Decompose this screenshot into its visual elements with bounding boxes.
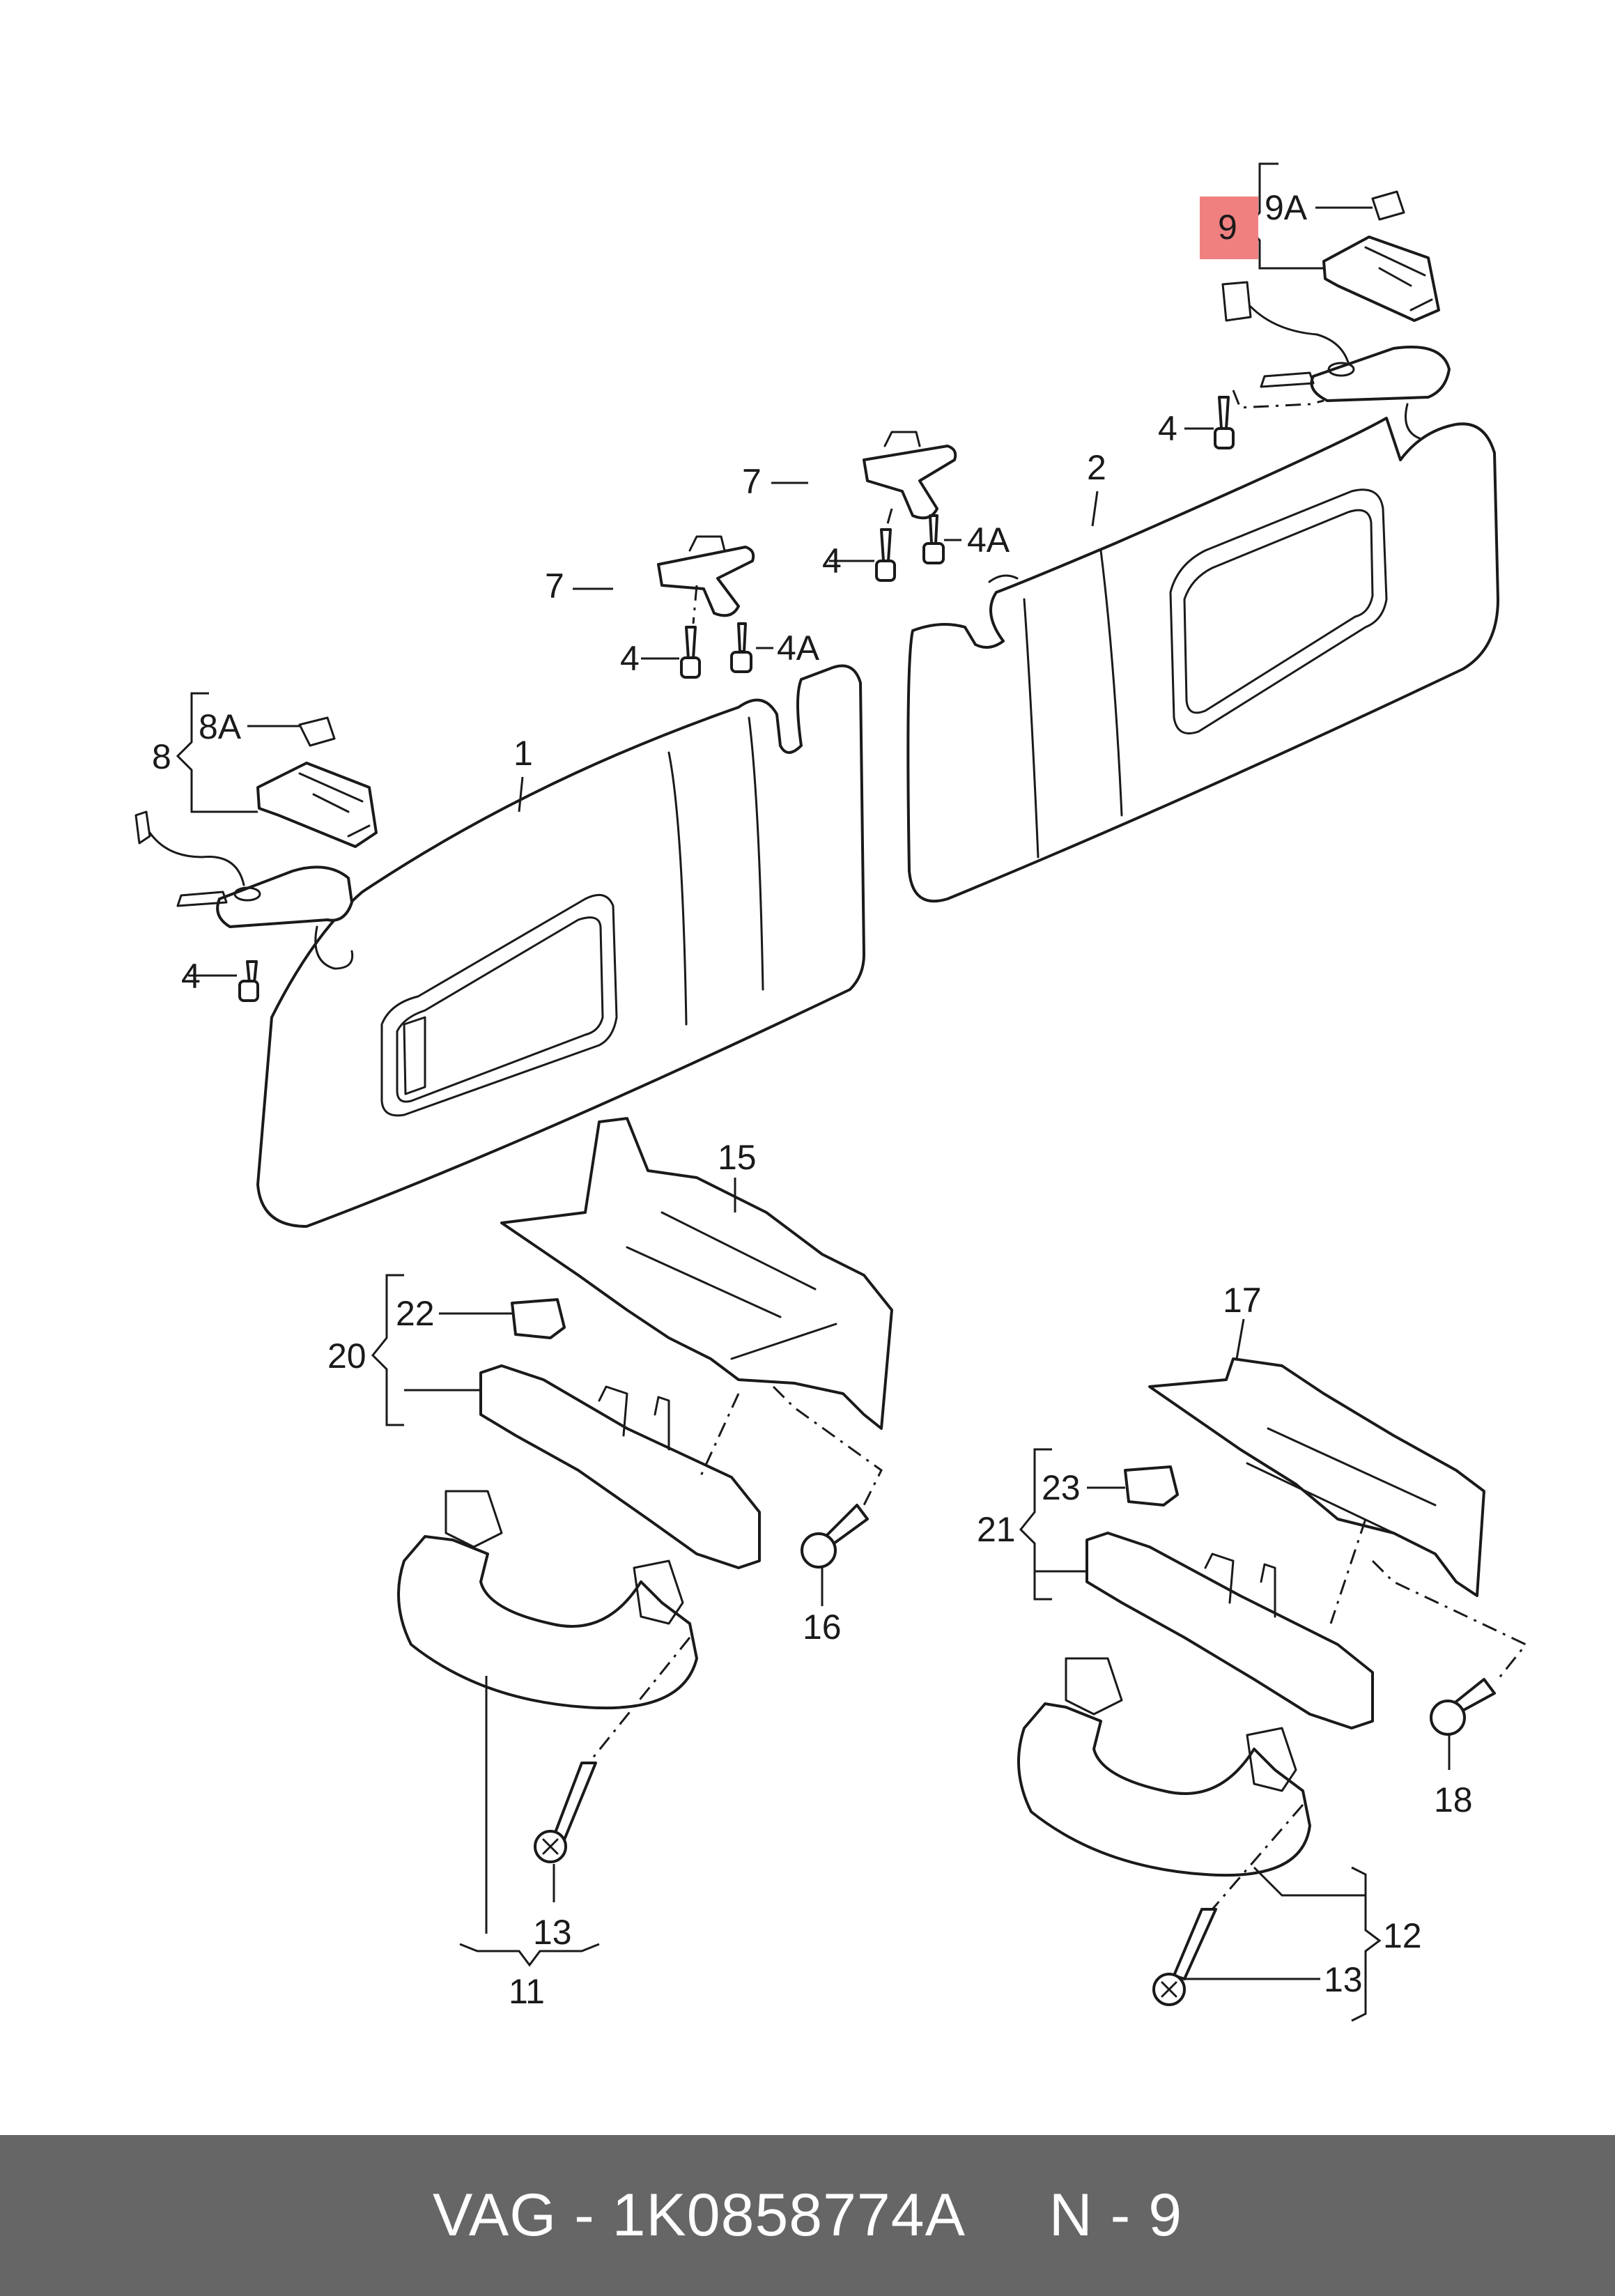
callout-4A-b[interactable]: 4A <box>967 521 1010 560</box>
screw-4-b[interactable] <box>680 626 701 679</box>
callout-15[interactable]: 15 <box>718 1138 757 1177</box>
screw-4-a[interactable] <box>238 960 259 1002</box>
callout-labels: 1 2 4 4 4 4 4A 4A 7 7 8 8A 9 9A 11 12 13… <box>152 188 1473 2011</box>
callout-7-b[interactable]: 7 <box>742 462 762 501</box>
callout-4-b[interactable]: 4 <box>620 639 640 678</box>
grab-handle-12[interactable] <box>1017 1657 1311 1877</box>
callout-23[interactable]: 23 <box>1042 1468 1081 1507</box>
leader-lines <box>176 162 1528 2022</box>
callout-4-d[interactable]: 4 <box>1158 409 1177 448</box>
callout-9A[interactable]: 9A <box>1265 188 1308 227</box>
callout-12[interactable]: 12 <box>1383 1916 1422 1955</box>
callout-8A[interactable]: 8A <box>199 707 242 746</box>
trim-cover-15[interactable] <box>500 1117 893 1430</box>
screw-4-c[interactable] <box>875 528 896 582</box>
callout-8[interactable]: 8 <box>152 737 171 776</box>
screw-4-d[interactable] <box>1214 396 1235 449</box>
screw-16[interactable] <box>801 1504 869 1569</box>
parts-diagram: 1 2 4 4 4 4 4A 4A 7 7 8 8A 9 9A 11 12 13… <box>134 162 1528 2022</box>
callout-21[interactable]: 21 <box>977 1510 1016 1549</box>
callout-4-a[interactable]: 4 <box>181 957 201 996</box>
callout-17[interactable]: 17 <box>1223 1281 1262 1320</box>
callout-9[interactable]: 9 <box>1218 208 1237 247</box>
holder-7a[interactable] <box>657 535 755 617</box>
callout-2[interactable]: 2 <box>1087 448 1106 487</box>
callout-13-a[interactable]: 13 <box>533 1913 572 1952</box>
clip-9[interactable] <box>1322 190 1440 322</box>
holder-7b[interactable] <box>863 431 957 520</box>
callout-11[interactable]: 11 <box>509 1972 545 2011</box>
screw-18[interactable] <box>1430 1678 1496 1736</box>
callout-20[interactable]: 20 <box>327 1336 366 1376</box>
screw-4A-a[interactable] <box>730 622 752 673</box>
bracket-20[interactable] <box>479 1364 761 1569</box>
bracket-21[interactable] <box>1085 1532 1374 1729</box>
callout-1[interactable]: 1 <box>513 734 533 773</box>
callout-16[interactable]: 16 <box>803 1608 842 1647</box>
sun-visor-right[interactable] <box>906 417 1499 903</box>
visor-hinge-left[interactable] <box>134 810 354 970</box>
part-number-caption: VAG - 1K0858774A N - 9 <box>432 2182 1183 2249</box>
callout-4A-a[interactable]: 4A <box>777 629 820 668</box>
callout-18[interactable]: 18 <box>1434 1780 1473 1819</box>
highlight-box <box>1200 197 1258 259</box>
clip-8[interactable] <box>256 716 378 848</box>
trim-cover-17[interactable] <box>1148 1357 1485 1597</box>
screw-13-b[interactable] <box>1152 1908 1217 2006</box>
screw-13-a[interactable] <box>534 1762 597 1863</box>
callout-7-a[interactable]: 7 <box>545 567 564 606</box>
footer-bar: VAG - 1K0858774A N - 9 <box>0 2135 1615 2296</box>
clip-22[interactable] <box>511 1298 566 1339</box>
visor-hinge-right[interactable] <box>1221 281 1451 440</box>
grab-handle-11[interactable] <box>397 1490 698 1710</box>
callout-13-b[interactable]: 13 <box>1324 1960 1363 1999</box>
clip-23[interactable] <box>1124 1465 1179 1507</box>
screw-4A-b[interactable] <box>922 514 945 564</box>
callout-22[interactable]: 22 <box>396 1294 435 1333</box>
callout-4-c[interactable]: 4 <box>822 541 842 580</box>
sun-visor-left[interactable] <box>256 664 865 1228</box>
